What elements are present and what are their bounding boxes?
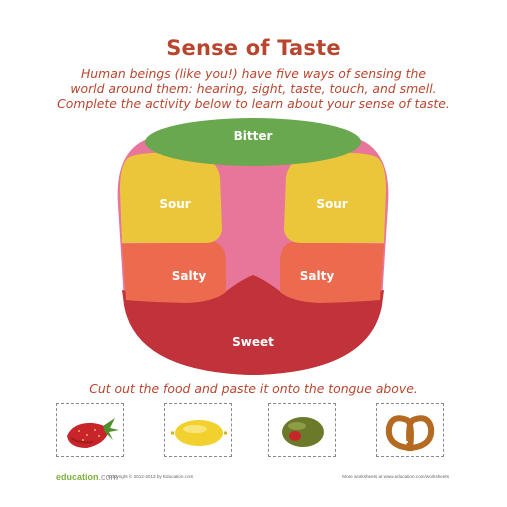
intro-line: world around them: hearing, sight, taste…	[70, 81, 437, 96]
sour-left-zone	[120, 152, 222, 243]
logo-text: education	[56, 472, 99, 482]
salty-right-zone	[280, 242, 384, 303]
lemon-icon	[171, 420, 227, 446]
sour-right-zone	[284, 152, 386, 243]
salty-left-zone	[122, 242, 226, 303]
tongue-diagram	[117, 118, 389, 375]
food-cutout-strawberry[interactable]	[56, 403, 124, 457]
intro-line: Complete the activity below to learn abo…	[57, 96, 450, 111]
education-logo[interactable]: education.com	[56, 472, 118, 482]
cut-paste-instruction: Cut out the food and paste it onto the t…	[89, 381, 418, 396]
sour-left-label: Sour	[159, 197, 191, 211]
intro-line: Human beings (like you!) have five ways …	[80, 66, 427, 81]
sweet-label: Sweet	[232, 335, 274, 349]
intro-text: Human beings (like you!) have five ways …	[40, 66, 467, 111]
food-cutout-lemon[interactable]	[164, 403, 232, 457]
sour-right-label: Sour	[316, 197, 348, 211]
logo-suffix: .com	[98, 472, 119, 482]
strawberry-icon	[67, 418, 119, 448]
bitter-label: Bitter	[233, 129, 273, 143]
salty-right-label: Salty	[299, 269, 335, 283]
food-cutout-pretzel[interactable]	[376, 403, 444, 457]
pretzel-icon	[385, 415, 435, 452]
olive-icon	[282, 417, 324, 447]
page-title: Sense of Taste	[166, 36, 341, 60]
salty-left-label: Salty	[171, 269, 207, 283]
food-cutout-olive[interactable]	[268, 403, 336, 457]
more-worksheets-link[interactable]: More worksheets at www.education.com/wor…	[342, 474, 449, 479]
bitter-zone	[145, 118, 361, 166]
copyright-text: Copyright © 2012-2013 by Education.com	[108, 474, 194, 479]
